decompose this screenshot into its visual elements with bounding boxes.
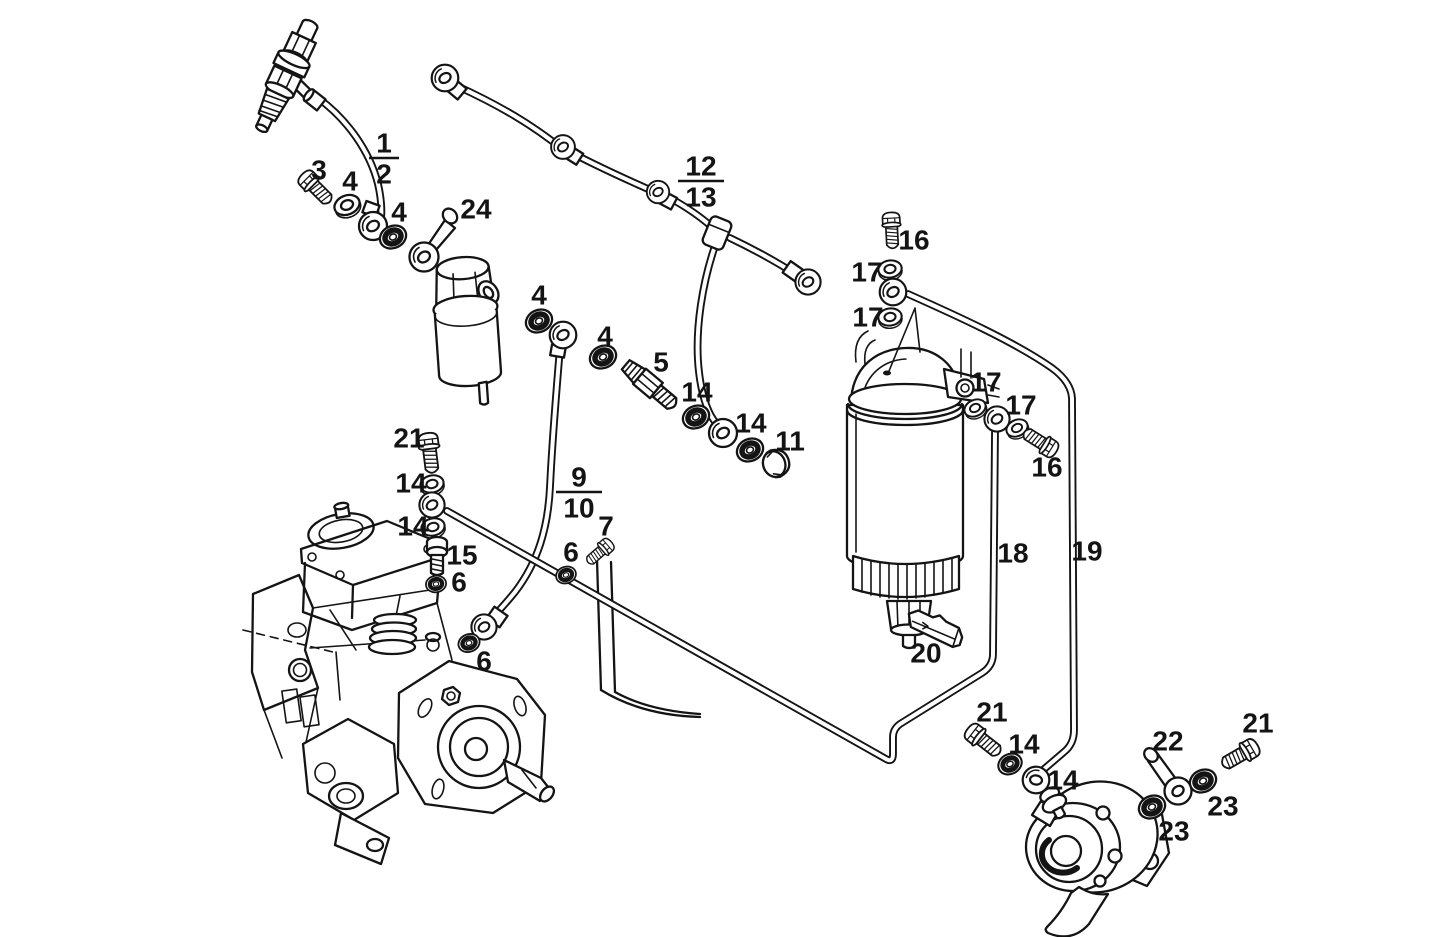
banjo-12-13-end2 — [794, 268, 822, 296]
callout-14-10: 14 — [681, 377, 713, 408]
callout-4-8: 4 — [597, 321, 613, 352]
fuel-damper-canister — [432, 255, 503, 406]
fuel-injector — [255, 18, 319, 134]
callout-16-4: 16 — [898, 225, 929, 256]
pipe-18 — [443, 428, 999, 765]
callout-24-3: 24 — [460, 194, 492, 225]
fitting-24 — [408, 207, 459, 273]
callout-14-18: 14 — [397, 511, 429, 542]
callout-14-17: 14 — [395, 468, 427, 499]
callout-18-24: 18 — [997, 538, 1028, 569]
plug-11 — [761, 448, 791, 479]
callout-11-12: 11 — [775, 426, 805, 457]
callout-13-bottom-1: 13 — [685, 182, 716, 213]
callout-6-23: 6 — [476, 646, 492, 677]
callout-5-9: 5 — [653, 347, 669, 378]
callout-7-21: 7 — [598, 511, 614, 542]
callout-22-30: 22 — [1152, 726, 1183, 757]
callout-17-13: 17 — [970, 367, 1001, 398]
callout-12-top-1: 12 — [685, 151, 716, 182]
callout-19-25: 19 — [1071, 536, 1102, 567]
callout-4-1: 4 — [342, 166, 358, 197]
callout-20-26: 20 — [910, 638, 941, 669]
callout-10-bottom-2: 10 — [563, 493, 594, 524]
callout-21-31: 21 — [1242, 708, 1273, 739]
pipe-clamp-20 — [907, 609, 964, 649]
pipe-19 — [904, 290, 1078, 774]
callout-17-6: 17 — [852, 302, 883, 333]
callout-21-27: 21 — [976, 697, 1007, 728]
banjo-pipe-19 — [878, 277, 908, 307]
banjo-9-10-top — [548, 320, 578, 350]
callout-23-32: 23 — [1207, 791, 1238, 822]
feed-pipe-9-10 — [485, 344, 564, 625]
banjo-12-13-end1 — [430, 63, 460, 93]
callout-17-5: 17 — [851, 257, 882, 288]
callout-4-7: 4 — [531, 280, 547, 311]
banjo-branch-hose — [707, 417, 739, 449]
callout-3-0: 3 — [311, 155, 327, 186]
engine-and-injection-pump — [242, 501, 702, 866]
cone-fitting-14 — [1039, 786, 1068, 820]
callout-21-16: 21 — [393, 423, 424, 454]
banjo-12-13-mid2 — [645, 179, 671, 205]
bolt-21c — [1216, 735, 1264, 775]
callout-9-top-2: 9 — [571, 462, 587, 493]
callout-6-20: 6 — [451, 567, 467, 598]
fitting-15 — [425, 535, 449, 577]
callout-23-33: 23 — [1158, 816, 1189, 847]
callout-16-15: 16 — [1031, 452, 1062, 483]
callout-14-28: 14 — [1008, 729, 1040, 760]
fitting-5 — [620, 359, 678, 410]
callout-2-bottom-0: 2 — [376, 159, 392, 190]
callout-14-29: 14 — [1047, 765, 1079, 796]
callout-15-19: 15 — [446, 540, 477, 571]
callout-6-22: 6 — [563, 537, 579, 568]
callout-4-2: 4 — [391, 197, 407, 228]
callout-1-top-0: 1 — [376, 128, 392, 159]
fitting-22 — [1143, 747, 1193, 806]
callout-17-14: 17 — [1005, 390, 1036, 421]
banjo-12-13-mid1 — [550, 134, 576, 160]
washer-14b — [733, 434, 767, 465]
fuel-filter — [845, 307, 1000, 650]
callout-14-11: 14 — [735, 408, 767, 439]
